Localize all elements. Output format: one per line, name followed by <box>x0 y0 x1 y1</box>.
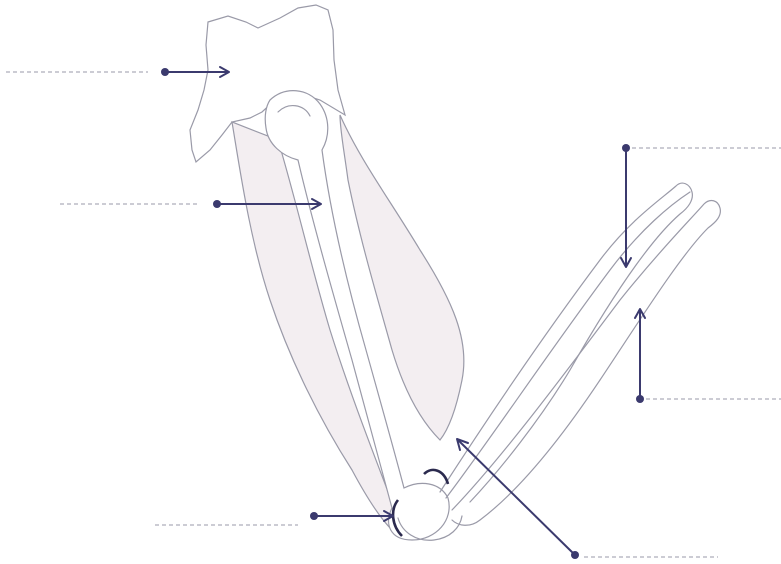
forearm-bone-middle <box>446 192 690 498</box>
biceps-muscle <box>340 115 464 440</box>
pointer-arrow-tendon <box>458 440 575 555</box>
elbow-joint-arc-top <box>424 470 448 484</box>
